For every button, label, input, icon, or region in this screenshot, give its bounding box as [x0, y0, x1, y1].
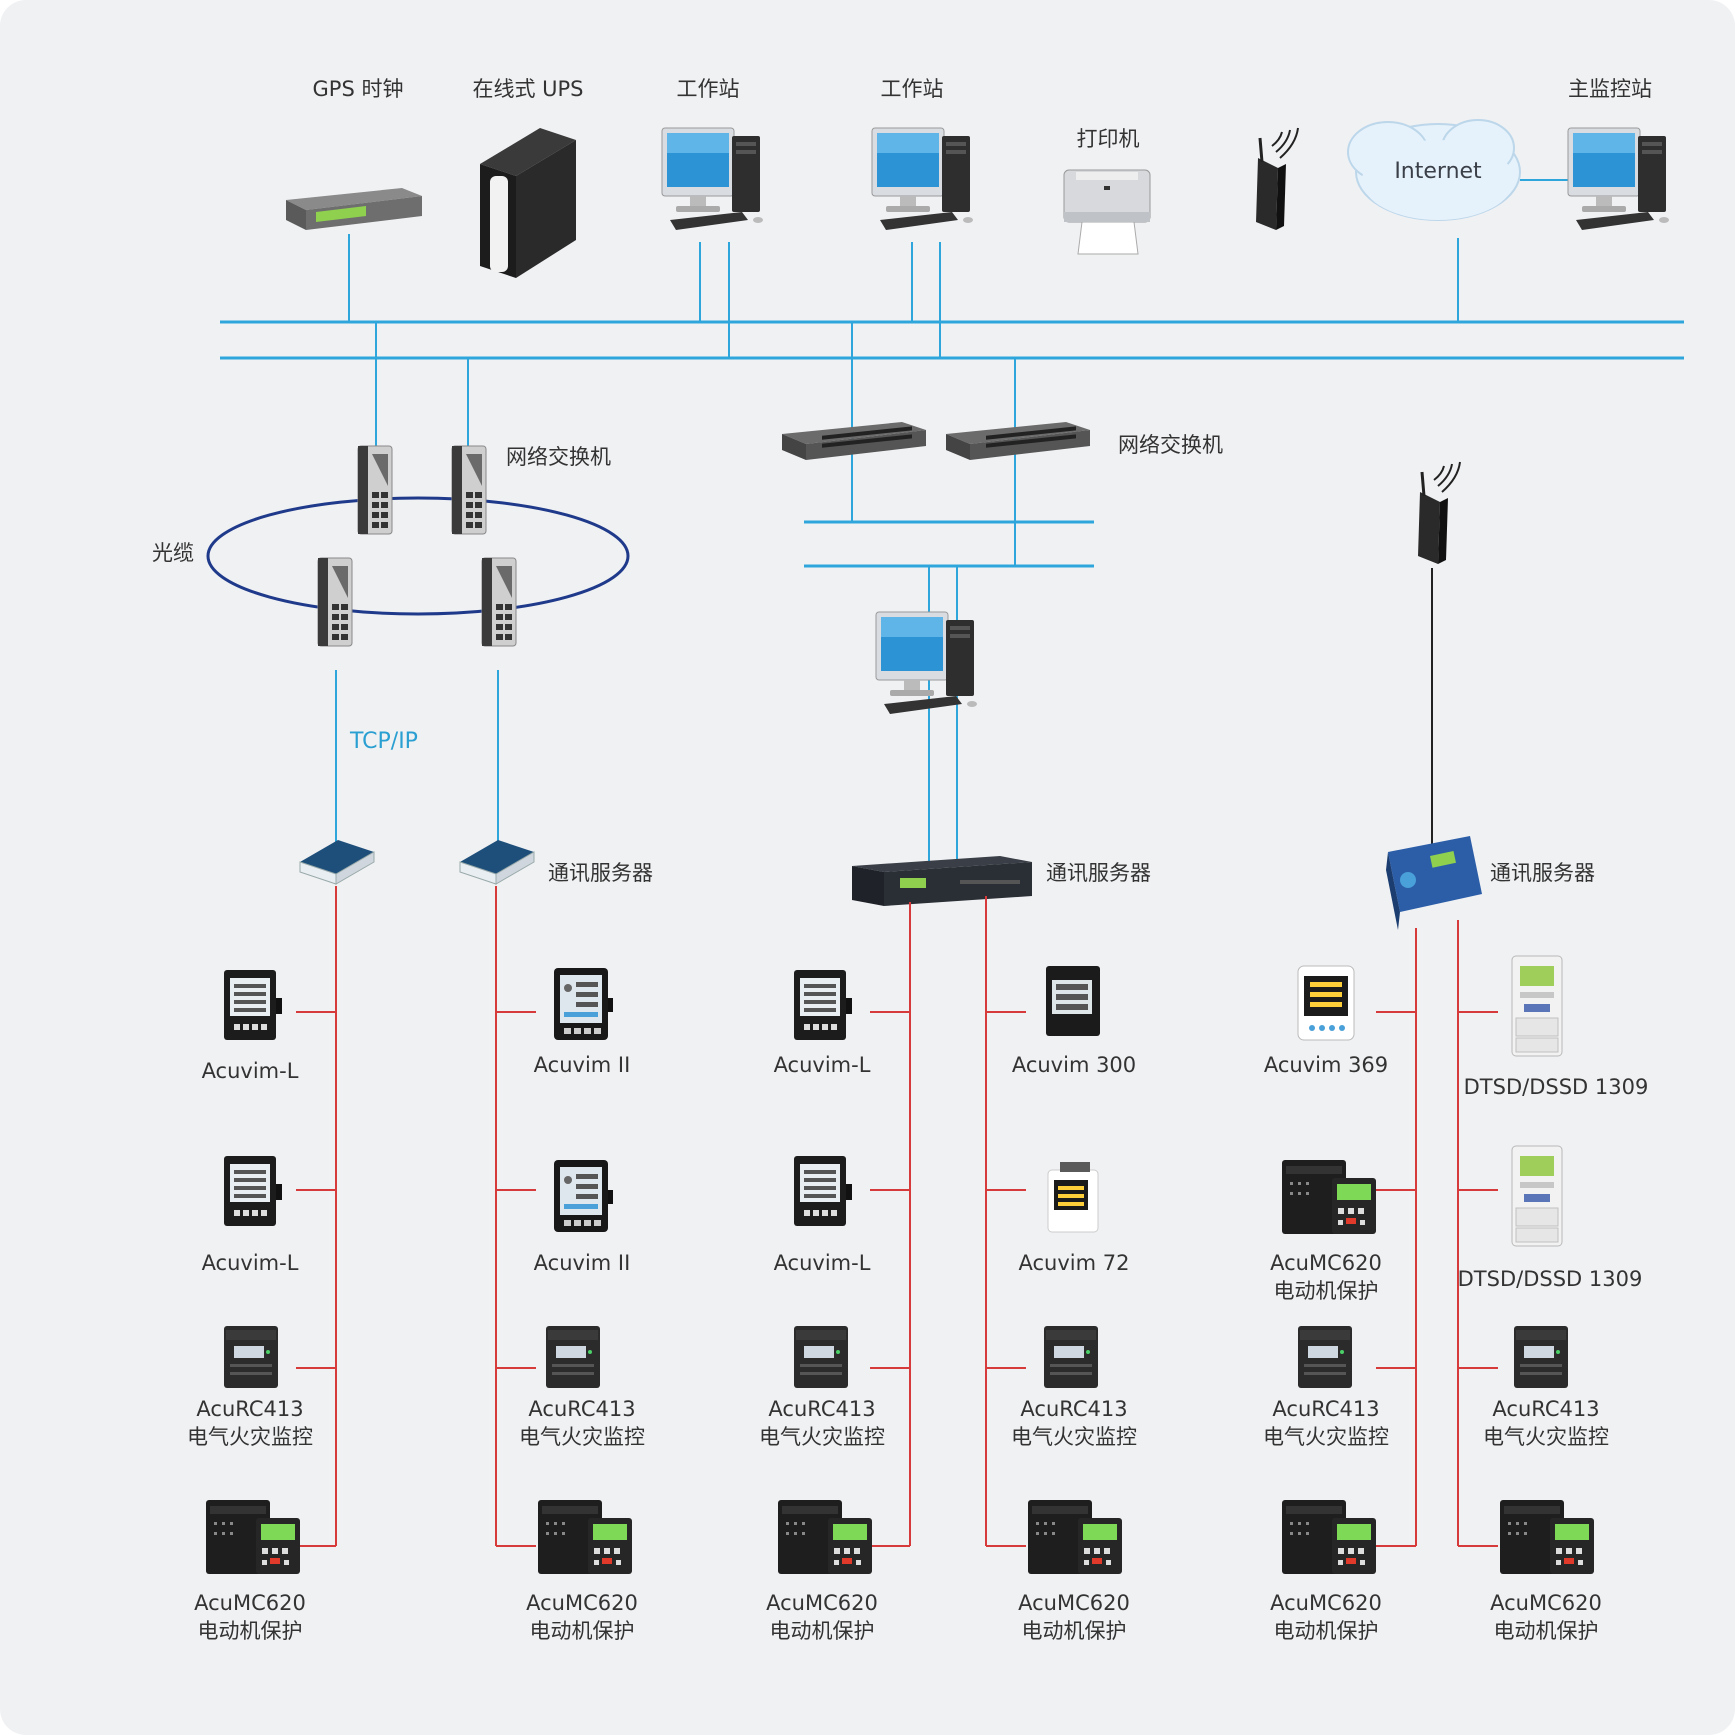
local-workstation-icon — [875, 611, 978, 715]
c3-device-2-icon — [794, 1156, 852, 1226]
c4-d4-sub: 电动机保护 — [1022, 1619, 1127, 1643]
c3-d3-name: AcuRC413 — [768, 1397, 875, 1421]
c6-d4-sub: 电动机保护 — [1494, 1619, 1599, 1643]
c5-device-4-icon — [1282, 1500, 1376, 1574]
c3-device-1-icon — [794, 970, 852, 1040]
c4-device-4-icon — [1028, 1500, 1122, 1574]
c6-d3-name: AcuRC413 — [1492, 1397, 1599, 1421]
c2-device-1-icon — [554, 968, 613, 1040]
c6-device-2-icon — [1511, 1145, 1563, 1247]
c1-device-4-icon — [206, 1500, 300, 1574]
ring-switch-2-icon — [451, 445, 487, 535]
c4-device-1-icon — [1046, 966, 1100, 1036]
ups-icon — [480, 128, 576, 278]
c1-d3-name: AcuRC413 — [196, 1397, 303, 1421]
c5-d4-sub: 电动机保护 — [1274, 1619, 1379, 1643]
rack-switch-label: 网络交换机 — [1118, 433, 1223, 457]
c2-device-2-icon — [554, 1160, 613, 1232]
c2-d3-sub: 电气火灾监控 — [519, 1425, 645, 1449]
comm-server-2-icon — [459, 839, 535, 885]
comm-server-2-label: 通讯服务器 — [1046, 861, 1151, 885]
c2-device-3-icon — [546, 1326, 600, 1388]
c4-d3-name: AcuRC413 — [1020, 1397, 1127, 1421]
c4-d1-name: Acuvim 300 — [1012, 1053, 1136, 1077]
comm-server-1-icon — [299, 839, 375, 885]
c5-device-1-icon — [1297, 965, 1355, 1041]
fiber-ring — [206, 496, 630, 616]
c5-device-3-icon — [1298, 1326, 1352, 1388]
workstation-1-label: 工作站 — [677, 77, 740, 101]
c5-d2-name: AcuMC620 — [1270, 1251, 1382, 1275]
comm-server-3-icon — [852, 856, 1032, 906]
wireless-router-icon — [1254, 126, 1300, 232]
c2-d1-name: Acuvim II — [534, 1053, 631, 1077]
c4-device-2-icon — [1047, 1162, 1099, 1233]
c3-d1-name: Acuvim-L — [774, 1053, 871, 1077]
c2-d2-name: Acuvim II — [534, 1251, 631, 1275]
printer-label: 打印机 — [1077, 127, 1140, 151]
c4-d3-sub: 电气火灾监控 — [1011, 1425, 1137, 1449]
c1-d4-name: AcuMC620 — [194, 1591, 306, 1615]
workstation-2-label: 工作站 — [881, 77, 944, 101]
tcpip-label: TCP/IP — [349, 729, 418, 754]
internet-cloud-icon — [1347, 119, 1521, 221]
c6-d1-name: DTSD/DSSD 1309 — [1464, 1075, 1649, 1099]
gps-clock-icon — [286, 188, 422, 230]
internet-label: Internet — [1394, 159, 1482, 184]
c4-device-3-icon — [1044, 1326, 1098, 1388]
c2-device-4-icon — [538, 1500, 632, 1574]
c6-device-3-icon — [1514, 1326, 1568, 1388]
rack-switch-2-icon — [946, 422, 1090, 460]
comm-server-1-label: 通讯服务器 — [548, 861, 653, 885]
gps-label: GPS 时钟 — [313, 77, 404, 101]
comm-server-3-label: 通讯服务器 — [1490, 861, 1595, 885]
workstation-1-icon — [661, 127, 764, 231]
c3-d3-sub: 电气火灾监控 — [759, 1425, 885, 1449]
c5-d4-name: AcuMC620 — [1270, 1591, 1382, 1615]
ring-switch-1-icon — [357, 445, 393, 535]
c4-d4-name: AcuMC620 — [1018, 1591, 1130, 1615]
c6-device-4-icon — [1500, 1500, 1594, 1574]
c3-d2-name: Acuvim-L — [774, 1251, 871, 1275]
c1-device-2-icon — [224, 1156, 282, 1226]
wireless-router-2-icon — [1416, 460, 1462, 566]
c3-device-3-icon — [794, 1326, 848, 1388]
c4-d2-name: Acuvim 72 — [1019, 1251, 1130, 1275]
ring-switch-label: 网络交换机 — [506, 445, 611, 469]
c1-d1-name: Acuvim-L — [202, 1059, 299, 1083]
c2-d4-name: AcuMC620 — [526, 1591, 638, 1615]
c3-d4-name: AcuMC620 — [766, 1591, 878, 1615]
c5-d3-name: AcuRC413 — [1272, 1397, 1379, 1421]
main-station-pc-icon — [1567, 127, 1670, 231]
c6-device-1-icon — [1511, 955, 1563, 1057]
c5-d2-sub: 电动机保护 — [1274, 1279, 1379, 1303]
c6-d2-name: DTSD/DSSD 1309 — [1458, 1267, 1643, 1291]
c2-d3-name: AcuRC413 — [528, 1397, 635, 1421]
ups-label: 在线式 UPS — [472, 77, 583, 101]
c5-device-2-icon — [1282, 1160, 1376, 1234]
ring-switch-3-icon — [317, 557, 353, 647]
ring-switch-4-icon — [481, 557, 517, 647]
c3-device-4-icon — [778, 1500, 872, 1574]
workstation-2-icon — [871, 127, 974, 231]
c1-d3-sub: 电气火灾监控 — [187, 1425, 313, 1449]
c5-d1-name: Acuvim 369 — [1264, 1053, 1388, 1077]
main-station-label: 主监控站 — [1568, 77, 1652, 101]
c3-d4-sub: 电动机保护 — [770, 1619, 875, 1643]
c2-d4-sub: 电动机保护 — [530, 1619, 635, 1643]
c1-device-1-icon — [224, 970, 282, 1040]
c6-d4-name: AcuMC620 — [1490, 1591, 1602, 1615]
fiber-label: 光缆 — [152, 541, 194, 565]
c6-d3-sub: 电气火灾监控 — [1483, 1425, 1609, 1449]
printer-icon — [1063, 169, 1151, 255]
c5-d3-sub: 电气火灾监控 — [1263, 1425, 1389, 1449]
comm-server-4-icon — [1386, 836, 1482, 930]
rack-switch-1-icon — [782, 422, 926, 460]
c1-d2-name: Acuvim-L — [202, 1251, 299, 1275]
c1-device-3-icon — [224, 1326, 278, 1388]
c1-d4-sub: 电动机保护 — [198, 1619, 303, 1643]
